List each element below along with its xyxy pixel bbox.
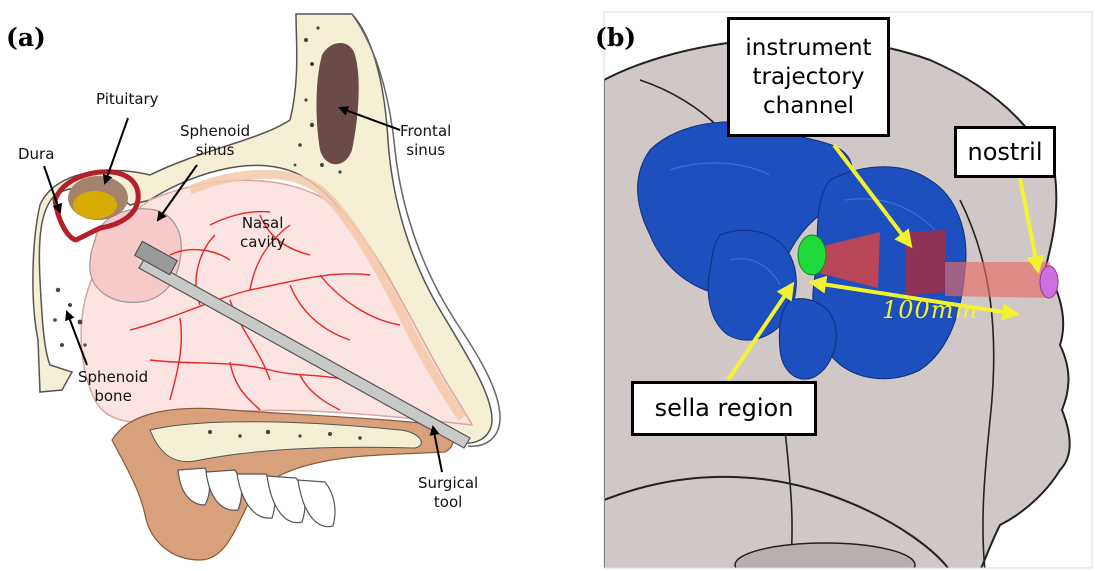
nostril-marker [1040, 266, 1058, 298]
pituitary-core [73, 191, 117, 219]
panel-b-label: (b) [595, 25, 636, 50]
pituitary-label: Pituitary [96, 90, 159, 109]
sphenoid-bone-label: Sphenoid bone [78, 368, 148, 406]
sella-marker [798, 235, 826, 275]
sella-callout: sella region [631, 381, 817, 436]
nasal-cavity-label: Nasal cavity [240, 214, 285, 252]
frontal-sinus [316, 43, 358, 164]
distance-label: 100mm [882, 296, 978, 324]
sphenoid-sinus-label: Sphenoid sinus [180, 122, 250, 160]
channel-callout: instrument trajectory channel [727, 17, 890, 137]
frontal-sinus-label: Frontal sinus [400, 122, 451, 160]
dura-label: Dura [18, 145, 54, 164]
nostril-callout: nostril [954, 126, 1056, 178]
surgical-tool-label: Surgical tool [418, 474, 478, 512]
panel-a-label: (a) [6, 25, 46, 50]
